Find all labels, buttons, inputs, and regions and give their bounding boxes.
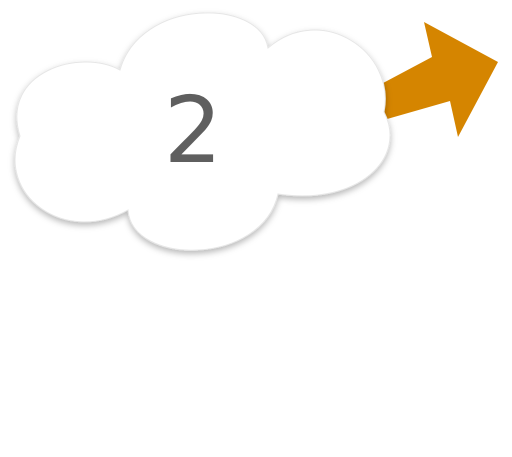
arrow-right-icon (370, 22, 498, 137)
cloud-shape (14, 12, 391, 251)
step-number: 2 (164, 77, 223, 184)
